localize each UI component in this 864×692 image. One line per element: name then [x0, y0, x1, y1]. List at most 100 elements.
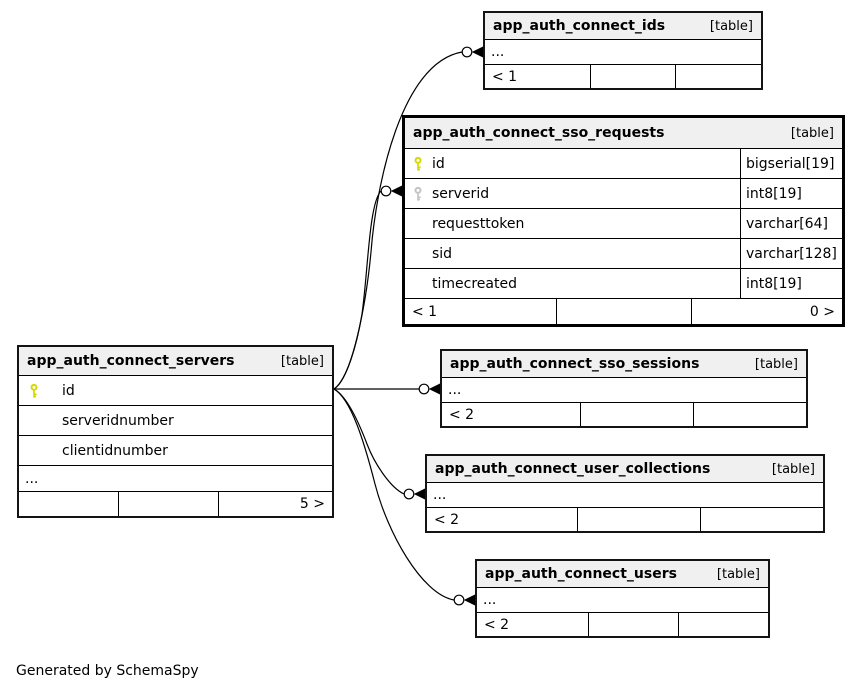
table-header[interactable]: app_auth_connect_users [table] — [477, 561, 768, 588]
connector-arrow-icon — [413, 488, 425, 500]
table-header[interactable]: app_auth_connect_sso_requests [table] — [405, 118, 842, 149]
table-app-auth-connect-user-collections[interactable]: app_auth_connect_user_collections [table… — [425, 454, 825, 533]
table-app-auth-connect-servers[interactable]: app_auth_connect_servers [table] id serv… — [17, 345, 334, 518]
table-footer: < 2 — [477, 613, 768, 636]
table-footer: < 1 — [485, 65, 761, 88]
column-name: clientidnumber — [62, 443, 168, 458]
ellipsis-label: ... — [483, 592, 497, 608]
connector-arrow-icon — [463, 594, 475, 606]
footer-cell — [577, 508, 700, 531]
ellipsis-label: ... — [433, 487, 447, 503]
table-type-tag: [table] — [754, 356, 798, 372]
table-name: app_auth_connect_sso_sessions — [450, 356, 700, 372]
connector-circle-icon — [418, 383, 430, 395]
connector-servers-to-users — [333, 388, 475, 606]
table-name: app_auth_connect_servers — [27, 353, 235, 369]
column-row-id: id bigserial[19] — [405, 149, 842, 179]
column-row-clientidnumber: clientidnumber — [19, 436, 332, 466]
column-type: int8[19] — [740, 269, 842, 298]
columns-ellipsis-row: ... — [19, 466, 332, 492]
column-name: timecreated — [432, 276, 517, 291]
table-header[interactable]: app_auth_connect_user_collections [table… — [427, 456, 823, 483]
ellipsis-label: ... — [448, 382, 462, 398]
connector-circle-icon — [461, 46, 473, 58]
columns-ellipsis-row: ... — [477, 588, 768, 613]
footer-cell — [589, 65, 676, 88]
footer-cell — [700, 508, 823, 531]
column-name: sid — [432, 246, 453, 261]
table-footer: < 2 — [427, 508, 823, 531]
column-row-timecreated: timecreated int8[19] — [405, 269, 842, 299]
table-app-auth-connect-sso-requests[interactable]: app_auth_connect_sso_requests [table] id… — [402, 115, 845, 327]
table-name: app_auth_connect_ids — [493, 18, 666, 34]
table-header[interactable]: app_auth_connect_servers [table] — [19, 347, 332, 376]
column-row-sid: sid varchar[128] — [405, 239, 842, 269]
table-footer: < 2 — [442, 403, 806, 426]
column-type: varchar[64] — [740, 209, 842, 238]
column-row-serverid: serverid int8[19] — [405, 179, 842, 209]
foreign-key-icon — [414, 186, 422, 201]
column-type: bigserial[19] — [740, 149, 842, 178]
footer-cell: < 1 — [412, 303, 438, 320]
footer-cell: < 2 — [434, 511, 460, 528]
key-cell — [405, 156, 432, 172]
ellipsis-label: ... — [25, 470, 39, 487]
connector-arrow-icon — [471, 46, 483, 58]
table-type-tag: [table] — [771, 461, 815, 477]
footer-cell — [693, 403, 806, 426]
column-name: requesttoken — [432, 216, 525, 231]
footer-cell — [19, 492, 118, 516]
footer-cell — [677, 613, 768, 636]
connector-circle-icon — [380, 185, 392, 197]
connector-circle-icon — [403, 488, 415, 500]
column-row-id: id — [19, 376, 332, 406]
column-name: serveridnumber — [62, 413, 174, 428]
table-footer: < 1 0 > — [405, 299, 842, 324]
table-type-tag: [table] — [790, 125, 834, 141]
table-name: app_auth_connect_user_collections — [435, 461, 711, 477]
footer-cell: 5 > — [217, 492, 332, 516]
table-app-auth-connect-sso-sessions[interactable]: app_auth_connect_sso_sessions [table] ..… — [440, 349, 808, 428]
table-header[interactable]: app_auth_connect_ids [table] — [485, 13, 761, 40]
footer-cell: < 2 — [449, 406, 475, 423]
table-type-tag: [table] — [709, 18, 753, 34]
table-footer: 5 > — [19, 492, 332, 516]
table-type-tag: [table] — [280, 353, 324, 369]
connector-arrow-icon — [428, 383, 440, 395]
column-type: int8[19] — [740, 179, 842, 208]
connector-arrow-icon — [390, 185, 402, 197]
columns-ellipsis-row: ... — [442, 378, 806, 403]
connector-servers-to-sso-sessions — [334, 383, 440, 395]
table-app-auth-connect-users[interactable]: app_auth_connect_users [table] ... < 2 — [475, 559, 770, 638]
key-cell — [19, 383, 62, 399]
primary-key-icon — [414, 156, 422, 171]
footer-cell — [587, 613, 678, 636]
footer-cell: < 1 — [492, 68, 518, 85]
column-row-serveridnumber: serveridnumber — [19, 406, 332, 436]
table-name: app_auth_connect_users — [485, 566, 677, 582]
generated-by-credit: Generated by SchemaSpy — [16, 663, 199, 679]
footer-cell: < 2 — [484, 616, 510, 633]
connector-circle-icon — [453, 594, 465, 606]
columns-ellipsis-row: ... — [427, 483, 823, 508]
column-name: id — [432, 156, 445, 171]
table-header[interactable]: app_auth_connect_sso_sessions [table] — [442, 351, 806, 378]
table-app-auth-connect-ids[interactable]: app_auth_connect_ids [table] ... < 1 — [483, 11, 763, 90]
column-row-requesttoken: requesttoken varchar[64] — [405, 209, 842, 239]
footer-cell — [580, 403, 693, 426]
footer-cell: 0 > — [691, 299, 842, 324]
primary-key-icon — [30, 383, 38, 398]
connector-servers-to-sso-requests — [333, 185, 402, 390]
ellipsis-label: ... — [491, 44, 505, 60]
table-name: app_auth_connect_sso_requests — [413, 125, 665, 141]
footer-cell — [675, 65, 761, 88]
column-type: varchar[128] — [740, 239, 842, 268]
table-type-tag: [table] — [716, 566, 760, 582]
key-cell — [405, 186, 432, 202]
column-name: id — [62, 383, 75, 398]
footer-cell — [117, 492, 218, 516]
column-name: serverid — [432, 186, 490, 201]
footer-cell — [555, 299, 691, 324]
